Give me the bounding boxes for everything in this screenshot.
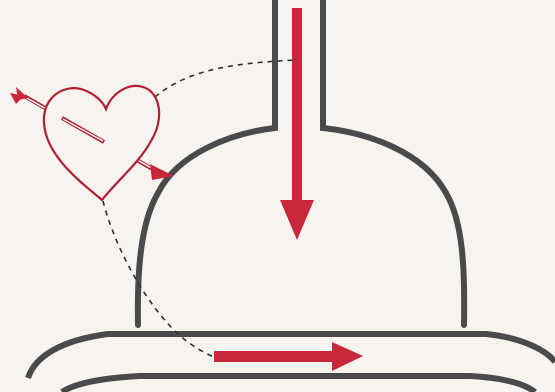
dome-vessel-outline xyxy=(138,0,275,325)
right-arrow-icon xyxy=(214,342,363,371)
heart-pierced-by-arrow-icon xyxy=(10,86,174,200)
channel-inner-outline xyxy=(62,376,535,392)
dome-vessel-outline-right xyxy=(323,0,464,325)
down-arrow-icon xyxy=(280,8,314,240)
